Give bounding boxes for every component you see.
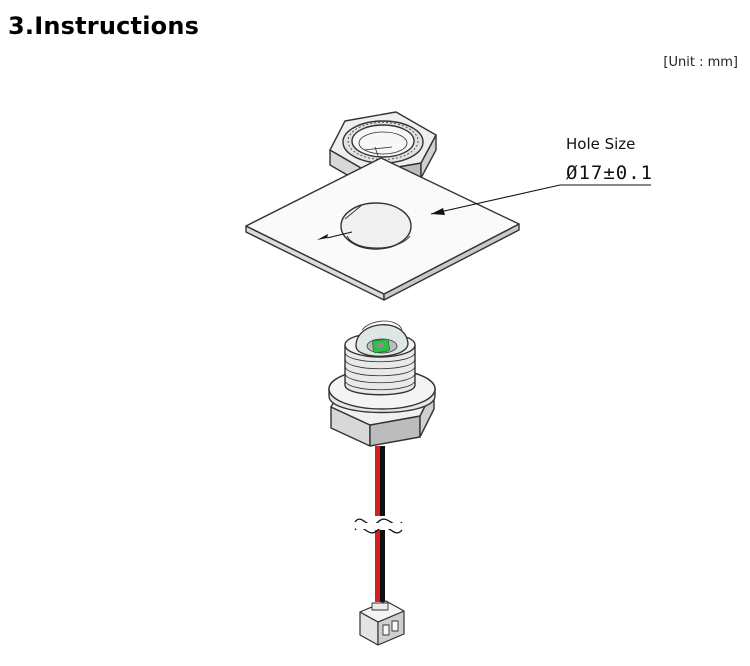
hole-size-dimension: Ø17±0.1 bbox=[566, 162, 653, 184]
led-dome bbox=[355, 320, 409, 357]
page-title: 3.Instructions bbox=[8, 12, 200, 40]
mounting-panel bbox=[245, 157, 520, 301]
hole-size-callout bbox=[317, 184, 651, 240]
hole-size-label: Hole Size bbox=[566, 135, 635, 153]
wire-connector bbox=[359, 600, 405, 646]
panel-hole bbox=[340, 202, 412, 250]
unit-label: [Unit : mm] bbox=[663, 55, 738, 70]
lead-wires bbox=[354, 446, 403, 602]
